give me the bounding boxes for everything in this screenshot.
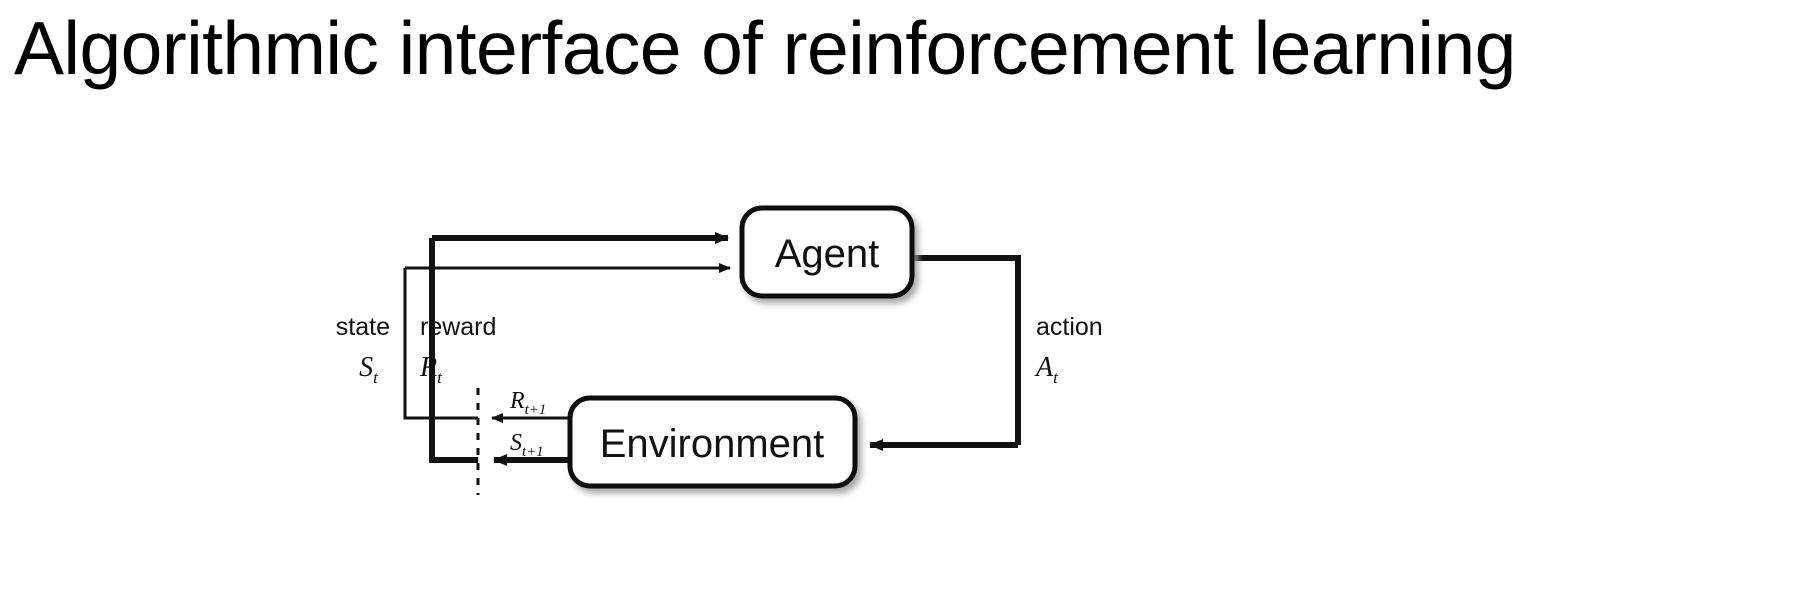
state-next-base: S: [510, 430, 522, 456]
reward-symbol-subscript: t: [437, 368, 443, 387]
reward-next-base: R: [509, 388, 525, 414]
label-state: state St: [336, 313, 390, 387]
action-label-symbol: At: [1034, 352, 1059, 387]
reward-label-symbol: Rt: [419, 352, 443, 387]
reward-label-text: reward: [420, 313, 496, 341]
reward-next-label: Rt+1: [509, 388, 546, 418]
environment-box[interactable]: [567, 395, 858, 489]
edge-state-to-agent: [429, 232, 729, 463]
agent-node[interactable]: Agent: [739, 205, 915, 299]
page-title: Algorithmic interface of reinforcement l…: [14, 6, 1516, 90]
action-symbol-subscript: t: [1053, 368, 1059, 387]
environment-label: Environment: [600, 422, 825, 466]
edge-reward-to-agent: [403, 263, 731, 420]
state-next-subscript: t+1: [522, 444, 544, 460]
agent-environment-diagram: Agent Environment state St reward Rt: [336, 205, 1103, 495]
state-label-text: state: [336, 313, 390, 341]
reward-next-subscript: t+1: [525, 402, 547, 418]
agent-label: Agent: [775, 232, 880, 276]
action-symbol-base: A: [1034, 352, 1054, 383]
agent-box[interactable]: [739, 205, 915, 299]
state-symbol-base: S: [359, 352, 373, 383]
environment-node[interactable]: Environment: [567, 395, 858, 489]
edge-action-to-environment: [869, 255, 1021, 451]
reward-symbol-base: R: [419, 352, 437, 383]
action-label-text: action: [1036, 313, 1103, 341]
label-action: action At: [1034, 313, 1103, 387]
label-reward: reward Rt: [419, 313, 496, 387]
rl-loop-diagram: Agent Environment state St reward Rt: [0, 150, 1820, 570]
state-symbol-subscript: t: [373, 368, 379, 387]
state-label-symbol: St: [359, 352, 379, 387]
state-next-label: St+1: [510, 430, 544, 460]
